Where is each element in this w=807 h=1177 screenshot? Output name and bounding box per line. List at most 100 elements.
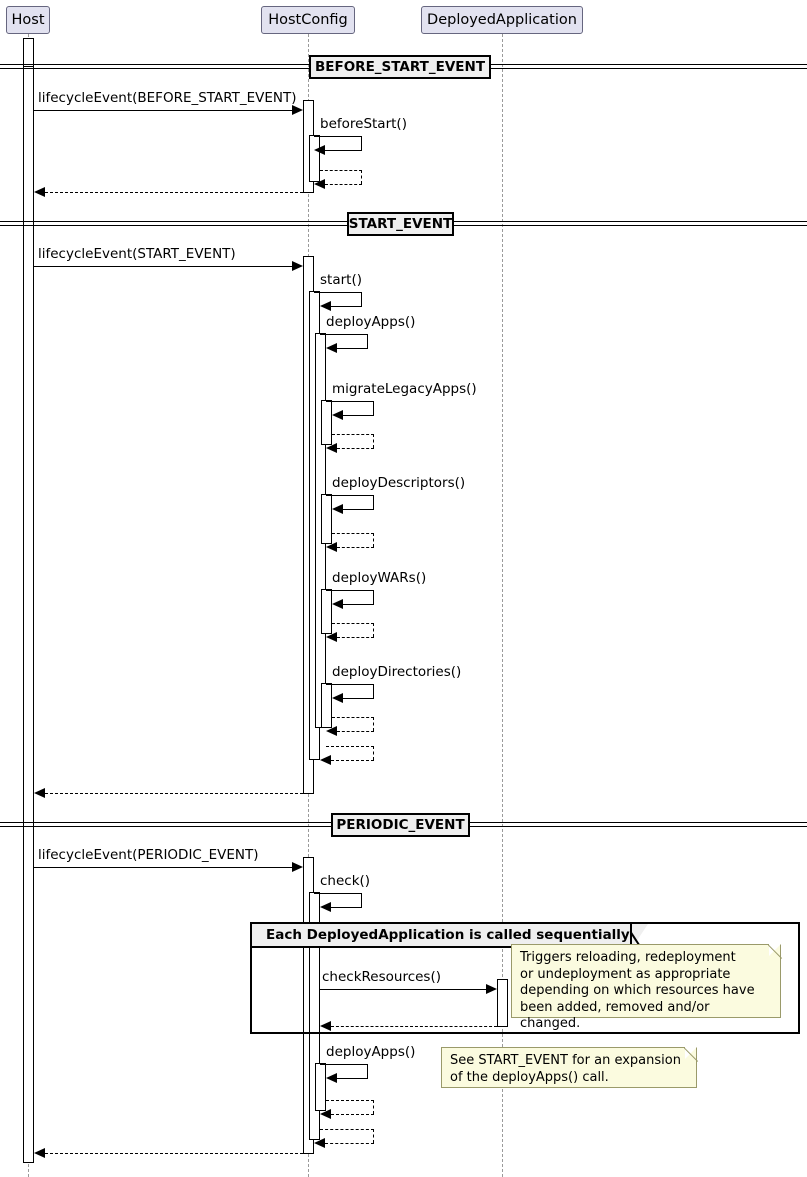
divider-before-start-event-label: BEFORE_START_EVENT <box>314 59 486 75</box>
message-line-m13-top <box>332 623 374 624</box>
message-line-m6-bottom <box>331 306 362 307</box>
message-arrowhead-m2 <box>314 145 325 155</box>
message-label-m22: deployApps() <box>326 1044 416 1060</box>
divider-periodic-event: PERIODIC_EVENT <box>331 813 470 837</box>
message-arrowhead-m15 <box>326 726 337 736</box>
message-line-m14-bottom <box>343 698 374 699</box>
fragment-loop-box <box>250 922 800 1034</box>
message-arrowhead-m3 <box>314 179 325 189</box>
message-line-m12-top <box>326 590 374 591</box>
message-line-m16-bottom <box>331 760 374 761</box>
message-label-m10: deployDescriptors() <box>332 475 466 491</box>
message-arrowhead-m20 <box>486 984 497 994</box>
activation-deployedapplication-checkresources <box>497 979 508 1027</box>
message-label-m6: start() <box>320 272 362 288</box>
message-arrowhead-m10 <box>332 504 343 514</box>
message-line-m10-top <box>326 495 374 496</box>
message-arrowhead-m9 <box>326 443 337 453</box>
message-line-m22-right <box>367 1064 368 1078</box>
message-line-m2-right <box>361 136 362 150</box>
participant-hostconfig-label: HostConfig <box>268 12 348 28</box>
divider-before-start-event: BEFORE_START_EVENT <box>309 55 491 79</box>
message-line-m19-bottom <box>331 907 362 908</box>
message-line-m6-top <box>314 292 362 293</box>
message-line-m4 <box>45 192 303 193</box>
message-line-m9-right <box>373 434 374 448</box>
message-line-m2-bottom <box>325 150 362 151</box>
message-arrowhead-m7 <box>326 343 337 353</box>
message-line-m15-top <box>332 717 374 718</box>
lifeline-deployedapplication <box>502 34 503 1177</box>
message-arrowhead-m16 <box>320 755 331 765</box>
fragment-loop-label: Each DeployedApplication is called seque… <box>266 927 630 943</box>
message-line-m8-top <box>326 401 374 402</box>
message-arrowhead-m21 <box>320 1021 331 1031</box>
message-arrowhead-m1 <box>292 105 303 115</box>
divider-periodic-event-label: PERIODIC_EVENT <box>336 817 465 833</box>
message-line-m14-top <box>326 684 374 685</box>
message-label-m19: check() <box>320 873 371 889</box>
message-arrowhead-m11 <box>326 542 337 552</box>
message-arrowhead-m19 <box>320 902 331 912</box>
message-line-m23-right <box>373 1100 374 1114</box>
message-line-m19-right <box>361 893 362 907</box>
message-line-m18 <box>34 867 292 868</box>
note-checkresources: Triggers reloading, redeployment or unde… <box>511 944 781 1031</box>
message-line-m24-bottom <box>325 1143 374 1144</box>
note-deployapps: See START_EVENT for an expansion of the … <box>441 1047 697 1088</box>
message-label-m2: beforeStart() <box>320 116 407 132</box>
message-line-m15-right <box>373 717 374 731</box>
message-arrowhead-m25 <box>34 1148 45 1158</box>
message-arrowhead-m13 <box>326 632 337 642</box>
note-checkresources-fold-line <box>768 944 785 961</box>
message-arrowhead-m5 <box>292 261 303 271</box>
message-line-m11-bottom <box>337 547 374 548</box>
message-line-m24-top <box>320 1129 374 1130</box>
message-line-m7-top <box>320 334 368 335</box>
message-line-m25 <box>45 1153 303 1154</box>
activation-hostconfig-deploydirectories <box>321 683 332 728</box>
message-line-m1 <box>34 110 292 111</box>
message-line-m15-bottom <box>337 731 374 732</box>
message-line-m3-bottom <box>325 184 362 185</box>
message-line-m12-bottom <box>343 604 374 605</box>
message-line-m23-bottom <box>331 1114 374 1115</box>
message-arrowhead-m4 <box>34 187 45 197</box>
activation-hostconfig-beforestart-nested <box>309 135 320 182</box>
message-label-m8: migrateLegacyApps() <box>332 381 477 397</box>
message-line-m10-right <box>373 495 374 509</box>
participant-deployedapplication-label: DeployedApplication <box>427 12 577 28</box>
message-line-m24-right <box>373 1129 374 1143</box>
message-arrowhead-m22 <box>326 1073 337 1083</box>
message-arrowhead-m23 <box>320 1109 331 1119</box>
message-arrowhead-m18 <box>292 862 303 872</box>
message-line-m14-right <box>373 684 374 698</box>
message-line-m13-right <box>373 623 374 637</box>
message-label-m5: lifecycleEvent(START_EVENT) <box>38 246 236 262</box>
message-arrowhead-m24 <box>314 1138 325 1148</box>
message-arrowhead-m14 <box>332 693 343 703</box>
message-line-m19-top <box>314 893 362 894</box>
message-label-m18: lifecycleEvent(PERIODIC_EVENT) <box>38 847 259 863</box>
message-label-m20: checkResources() <box>322 969 442 985</box>
message-line-m8-right <box>373 401 374 415</box>
message-line-m17 <box>45 793 303 794</box>
message-label-m12: deployWARs() <box>332 570 427 586</box>
message-line-m2-top <box>314 136 362 137</box>
participant-deployedapplication[interactable]: DeployedApplication <box>421 6 583 34</box>
message-line-m11-top <box>332 533 374 534</box>
message-arrowhead-m6 <box>320 301 331 311</box>
message-label-m14: deployDirectories() <box>332 664 462 680</box>
message-line-m23-top <box>326 1100 374 1101</box>
message-arrowhead-m8 <box>332 410 343 420</box>
participant-host[interactable]: Host <box>6 6 50 34</box>
divider-start-event-label: START_EVENT <box>348 216 453 232</box>
message-line-m16-top <box>326 746 374 747</box>
message-line-m7-bottom <box>337 348 368 349</box>
message-line-m8-bottom <box>343 415 374 416</box>
message-line-m3-right <box>361 170 362 184</box>
activation-hostconfig-deploywars <box>321 589 332 634</box>
message-arrowhead-m12 <box>332 599 343 609</box>
participant-hostconfig[interactable]: HostConfig <box>261 6 355 34</box>
